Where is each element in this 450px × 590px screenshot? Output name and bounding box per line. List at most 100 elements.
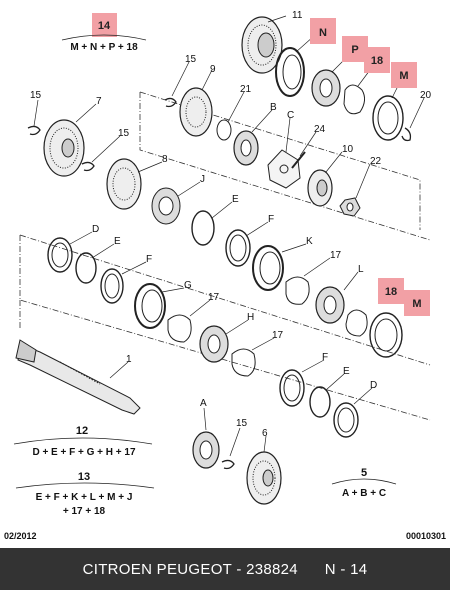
callout-24: 24 (314, 124, 326, 135)
gear-11[interactable] (241, 16, 283, 74)
bolt-24[interactable] (291, 151, 306, 169)
ring-E-left[interactable] (75, 252, 97, 284)
formula-13-number: 13 (78, 471, 90, 483)
callout-15-a: 15 (185, 54, 197, 65)
callout-11: 11 (292, 10, 303, 21)
callout-M-top: M (399, 70, 408, 82)
assembly-guide-lines (19, 91, 431, 421)
circlip-15-bottom[interactable] (221, 459, 235, 470)
ring-F-top[interactable] (225, 229, 251, 267)
ring-F-left[interactable] (100, 268, 124, 304)
ring-E-top[interactable] (191, 210, 215, 246)
formula-5-body: A + B + C (342, 488, 386, 499)
spring-17-mid[interactable] (285, 276, 310, 305)
callout-M-mid: M (412, 298, 421, 310)
callout-E-top: E (232, 194, 239, 205)
synchro-ring-N[interactable] (275, 47, 305, 97)
callout-E-left: E (114, 236, 121, 247)
synchro-hub-L[interactable] (315, 286, 345, 324)
callout-17-b: 17 (208, 292, 220, 303)
gear-9[interactable] (179, 87, 213, 137)
callout-N: N (319, 27, 327, 39)
synchro-sleeve-K[interactable] (252, 245, 284, 291)
footer-title: CITROEN PEUGEOT - 238824 N - 14 (82, 560, 368, 578)
callout-15-b: 15 (118, 128, 130, 139)
callout-14: 14 (98, 20, 111, 32)
callout-E-bottom: E (343, 366, 350, 377)
formula-14-body: M + N + P + 18 (70, 42, 138, 53)
callout-17-c: 17 (272, 330, 284, 341)
formula-12: 12 D + E + F + G + H + 17 (13, 425, 153, 458)
callout-17-a: 17 (330, 250, 342, 261)
callout-21: 21 (240, 84, 252, 95)
ring-18-mid[interactable] (345, 309, 368, 337)
callout-labels: 14 N P 18 M 18 M 11 9 15 21 B C 20 15 7 … (30, 10, 432, 439)
gear-6[interactable] (246, 451, 282, 505)
callout-L: L (358, 264, 364, 275)
formula-14: M + N + P + 18 (61, 34, 147, 53)
shaft-1[interactable] (15, 339, 141, 415)
gear-10[interactable] (307, 169, 333, 207)
ring-D-left[interactable] (47, 237, 73, 273)
callout-D-left: D (92, 224, 99, 235)
ring-M-top[interactable] (372, 95, 404, 141)
highlight-boxes (92, 13, 430, 316)
formula-13-line1: E + F + K + L + M + J (36, 492, 133, 503)
callout-10: 10 (342, 144, 354, 155)
spring-17-right[interactable] (231, 348, 256, 377)
ring-E-bottom[interactable] (309, 386, 331, 418)
formula-12-body: D + E + F + G + H + 17 (32, 447, 136, 458)
callout-18-top: 18 (371, 55, 383, 67)
callout-H: H (247, 312, 254, 323)
callout-15-d: 15 (236, 418, 248, 429)
document-code: 00010301 (405, 531, 446, 541)
formula-13-line2: + 17 + 18 (63, 506, 106, 517)
footer-bar: CITROEN PEUGEOT - 238824 N - 14 (0, 548, 450, 590)
callout-A: A (200, 398, 207, 409)
gear-7[interactable] (43, 119, 85, 177)
callout-7: 7 (96, 96, 102, 107)
spring-17-left[interactable] (167, 314, 192, 343)
callout-G: G (184, 280, 192, 291)
callout-9: 9 (210, 64, 216, 75)
nut-22[interactable] (339, 197, 361, 217)
formula-5-number: 5 (361, 467, 367, 479)
revision-date: 02/2012 (4, 531, 37, 541)
ring-M-mid[interactable] (369, 312, 403, 358)
ring-D-bottom[interactable] (333, 402, 359, 438)
formula-5: 5 A + B + C (331, 467, 397, 499)
synchro-hub-H[interactable] (199, 325, 229, 363)
callout-C: C (287, 110, 294, 121)
circlip-15-mid[interactable] (81, 161, 95, 172)
formula-12-number: 12 (76, 425, 88, 437)
cover-plate-C[interactable] (267, 149, 301, 189)
callout-B: B (270, 102, 277, 113)
callout-18-mid: 18 (385, 286, 397, 298)
callout-D-bottom: D (370, 380, 377, 391)
ring-F-bottom[interactable] (279, 369, 305, 407)
callout-15-c: 15 (30, 90, 42, 101)
callout-F-bottom: F (322, 352, 328, 363)
washer-21[interactable] (216, 119, 232, 141)
gear-8[interactable] (106, 158, 142, 210)
circlip-15-top[interactable] (164, 97, 177, 108)
leader-lines (33, 15, 425, 457)
callout-20: 20 (420, 90, 432, 101)
callout-8: 8 (162, 154, 168, 165)
bearing-B[interactable] (233, 130, 259, 166)
formula-13: 13 E + F + K + L + M + J + 17 + 18 (15, 471, 155, 517)
callout-6: 6 (262, 428, 268, 439)
synchro-J[interactable] (151, 187, 181, 225)
circlip-20[interactable] (401, 127, 412, 142)
circlip-15-left[interactable] (27, 125, 41, 136)
ring-18-top[interactable] (343, 84, 366, 115)
bearing-A[interactable] (192, 431, 220, 469)
synchro-hub-P[interactable] (311, 69, 341, 107)
callout-P: P (351, 44, 358, 56)
callout-J: J (200, 174, 205, 185)
callout-F-left: F (146, 254, 152, 265)
sleeve-G[interactable] (134, 283, 166, 329)
callout-K: K (306, 236, 313, 247)
